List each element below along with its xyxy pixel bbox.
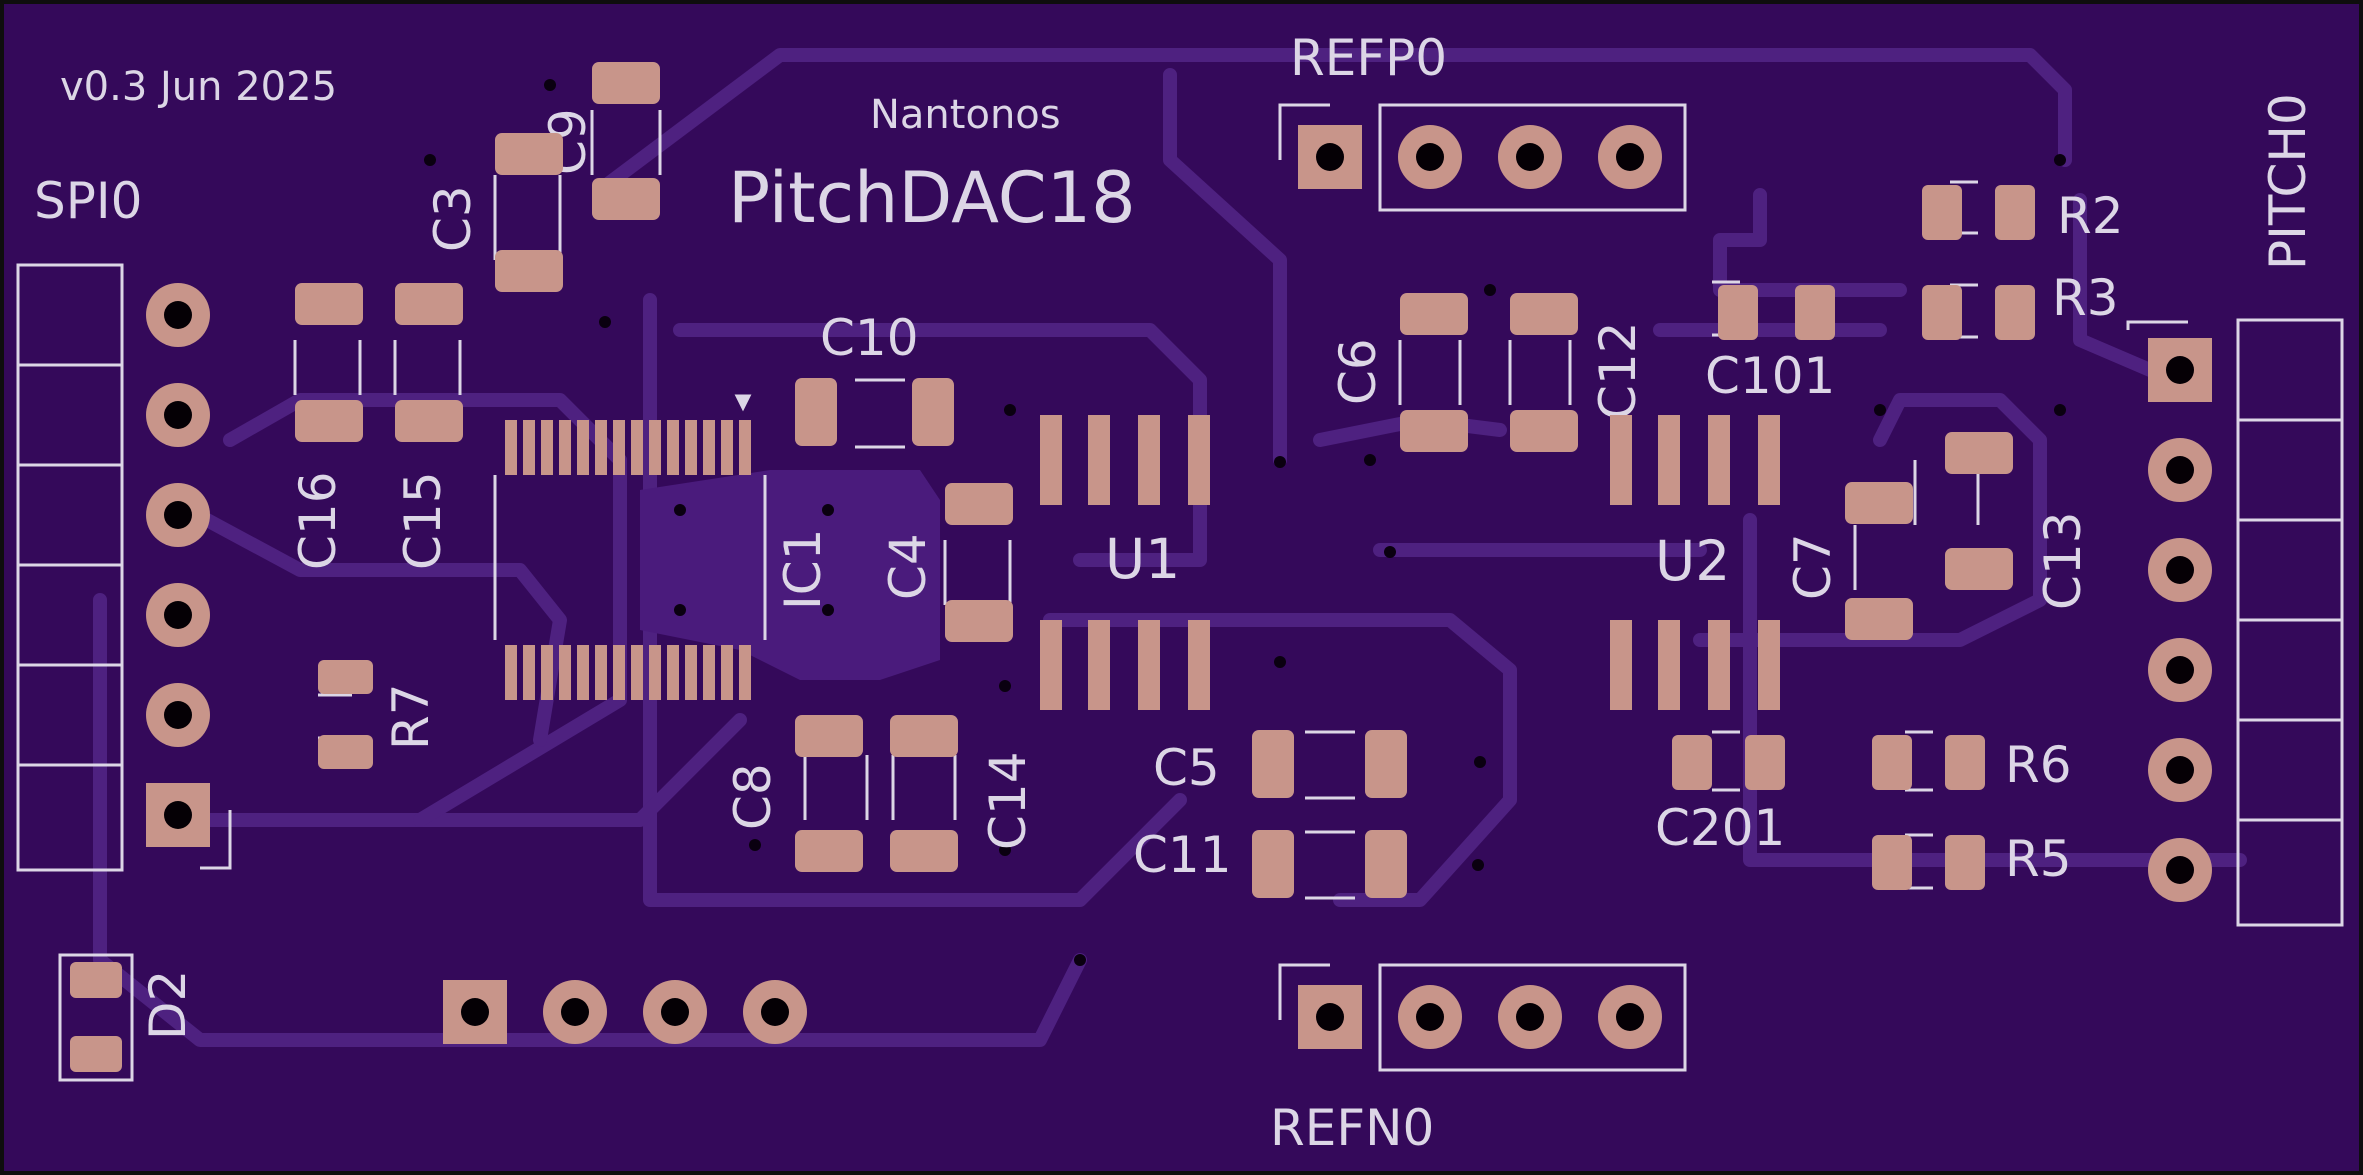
vias (424, 79, 2066, 966)
ref-r6: R6 (2005, 736, 2072, 794)
connector-label-refp: REFP0 (1290, 29, 1447, 87)
connector-label-refn: REFN0 (1270, 1099, 1434, 1157)
ref-c11: C11 (1133, 826, 1232, 884)
ref-c12: C12 (1589, 321, 1647, 420)
ref-u2: U2 (1655, 529, 1730, 593)
ref-c3: C3 (424, 185, 482, 252)
ref-r2: R2 (2057, 187, 2124, 245)
ref-c6: C6 (1329, 338, 1387, 405)
ref-c14: C14 (979, 751, 1037, 850)
ref-c4: C4 (879, 533, 937, 600)
ref-c201: C201 (1655, 799, 1785, 857)
ref-u1: U1 (1105, 527, 1180, 591)
d2-outline (58, 953, 134, 1082)
connector-label-pitch: PITCH0 (2259, 93, 2317, 270)
ref-c13: C13 (2034, 511, 2092, 610)
copper-traces (93, 48, 2247, 1047)
spi-connector-outline (16, 263, 124, 872)
ref-c7: C7 (1784, 533, 1842, 600)
through-hole-pads (146, 125, 2212, 1049)
board-title: PitchDAC18 (728, 157, 1136, 239)
ref-c8: C8 (724, 763, 782, 830)
refn-connector-outline (1378, 963, 1687, 1072)
ref-r3: R3 (2052, 269, 2119, 327)
ic1-ground-pour (640, 470, 940, 680)
ref-ic1: IC1 (774, 529, 832, 610)
silkscreen-text: v0.3 Jun 2025 Nantonos PitchDAC18 SPI0 R… (34, 29, 2317, 1157)
ref-c16: C16 (289, 471, 347, 570)
ref-c101: C101 (1705, 347, 1835, 405)
connector-label-spi: SPI0 (34, 172, 142, 230)
silkscreen-outlines (16, 103, 2344, 1082)
ref-d2: D2 (139, 970, 197, 1040)
ref-c10: C10 (820, 309, 919, 367)
ref-r7: R7 (382, 683, 440, 750)
smd-pads (70, 62, 2035, 1072)
pitch-connector-outline (2236, 318, 2344, 927)
ref-c15: C15 (394, 471, 452, 570)
ref-r5: R5 (2005, 830, 2072, 888)
ref-c5: C5 (1153, 739, 1220, 797)
author-label: Nantonos (870, 92, 1061, 138)
refp-connector-outline (1378, 103, 1687, 212)
version-label: v0.3 Jun 2025 (60, 64, 337, 110)
